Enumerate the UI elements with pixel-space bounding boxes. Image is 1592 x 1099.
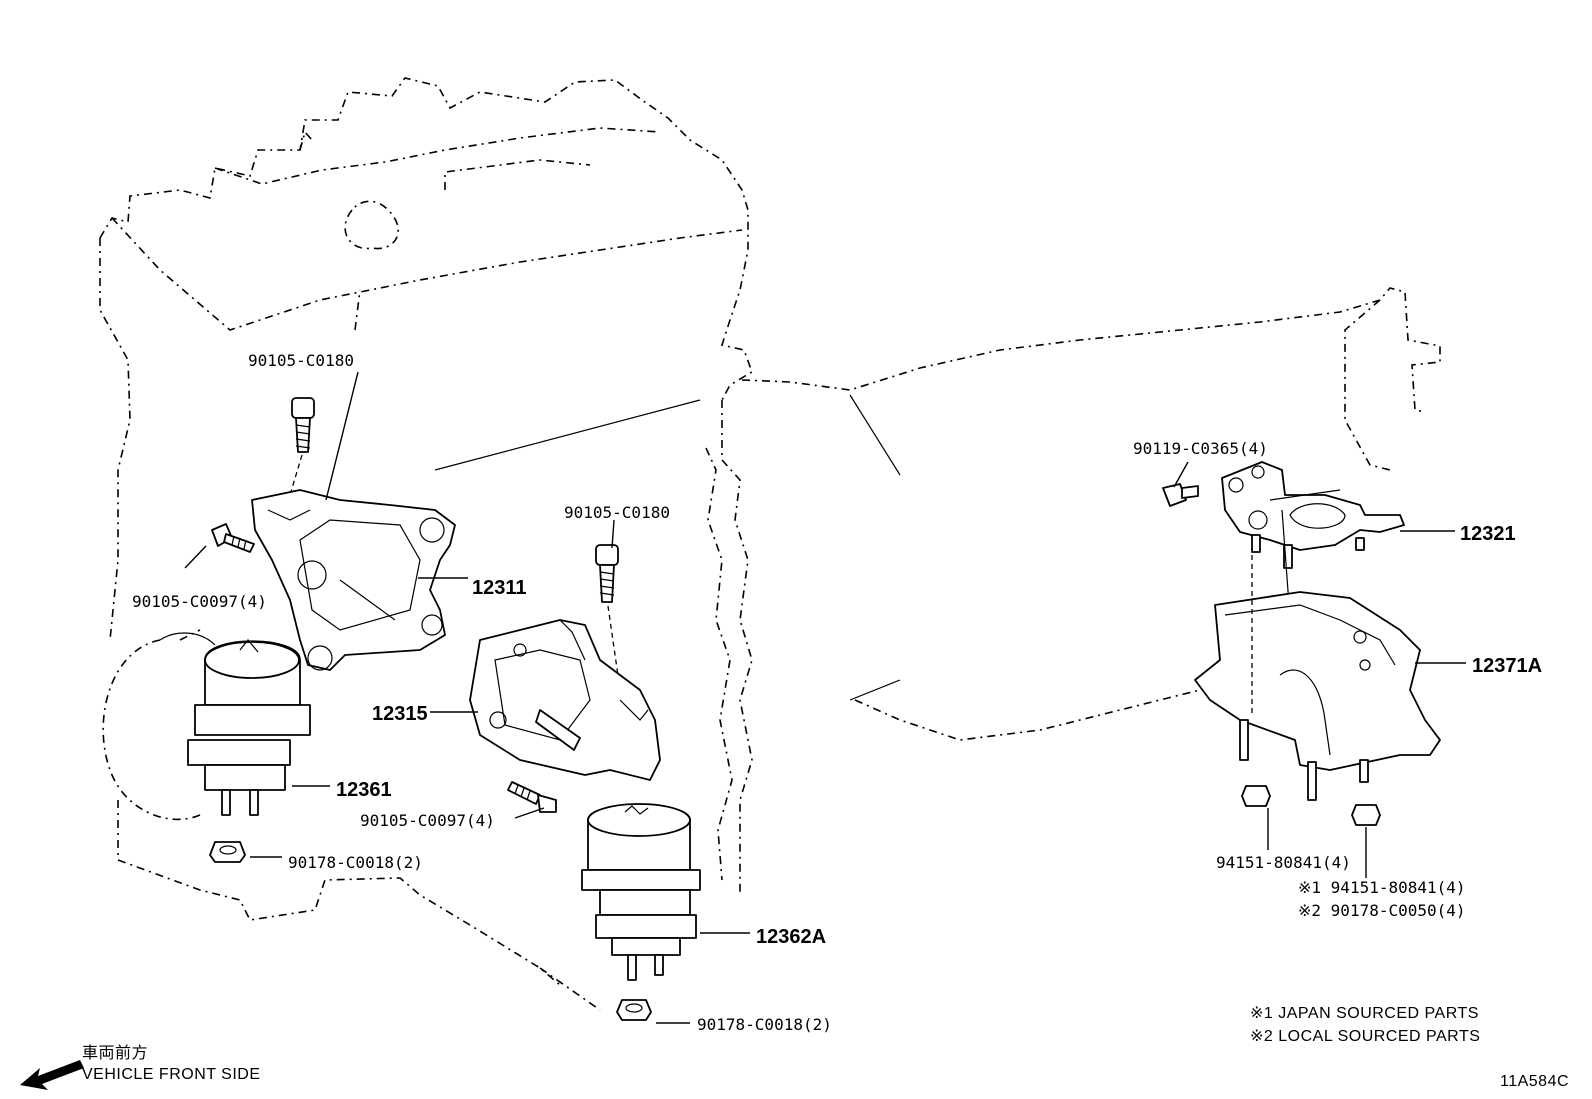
label-bolt-center-side: 90105-C0097(4) (360, 811, 495, 830)
front-label-en: VEHICLE FRONT SIDE (82, 1066, 261, 1083)
front-label-jp: 車両前方 (82, 1044, 148, 1062)
leader-lines (184, 371, 1466, 1024)
nut-center (616, 999, 652, 1021)
vehicle-front-indicator: 車両前方 VEHICLE FRONT SIDE (20, 1044, 261, 1090)
label-12361: 12361 (336, 779, 392, 801)
mount-12362a (581, 803, 701, 981)
label-nut-right-b: ※1 94151-80841(4) (1298, 878, 1466, 897)
bolt-right (1162, 483, 1199, 507)
bolt-center-side (507, 781, 557, 813)
label-bolt-top-left: 90105-C0180 (248, 351, 354, 370)
label-nut-left: 90178-C0018(2) (288, 853, 423, 872)
diagram-code: 11A584C (1500, 1073, 1569, 1090)
bracket-12311 (251, 489, 456, 671)
nut-right-b (1351, 804, 1381, 826)
label-bolt-left-side: 90105-C0097(4) (132, 592, 267, 611)
sourcing-notes: ※1 JAPAN SOURCED PARTS ※2 LOCAL SOURCED … (1250, 1005, 1480, 1045)
label-nut-center: 90178-C0018(2) (697, 1015, 832, 1034)
label-12371a: 12371A (1472, 655, 1542, 677)
label-12321: 12321 (1460, 523, 1516, 545)
label-bolt-right: 90119-C0365(4) (1133, 439, 1268, 458)
label-12315: 12315 (372, 703, 428, 725)
mount-12371a (1194, 555, 1441, 801)
label-nut-right-c: ※2 90178-C0050(4) (1298, 901, 1466, 920)
front-arrow-icon (20, 1060, 84, 1090)
bolt-top-left (289, 397, 315, 496)
part-labels: 90105-C0180 90105-C0097(4) 12311 12361 9… (132, 351, 1542, 1034)
engine-outline (99, 77, 753, 1011)
note-japan: ※1 JAPAN SOURCED PARTS (1250, 1005, 1479, 1022)
bolt-left-side (211, 523, 255, 553)
bracket-12315 (469, 619, 661, 781)
nut-right-a (1241, 785, 1271, 807)
label-12362a: 12362A (756, 926, 826, 948)
mount-12361 (102, 632, 311, 821)
label-nut-right-a: 94151-80841(4) (1216, 853, 1351, 872)
bracket-12321 (1221, 461, 1405, 646)
note-local: ※2 LOCAL SOURCED PARTS (1250, 1028, 1480, 1045)
nut-left (209, 841, 246, 863)
label-12311: 12311 (472, 577, 527, 599)
transmission-outline (741, 287, 1441, 741)
label-bolt-center: 90105-C0180 (564, 503, 670, 522)
